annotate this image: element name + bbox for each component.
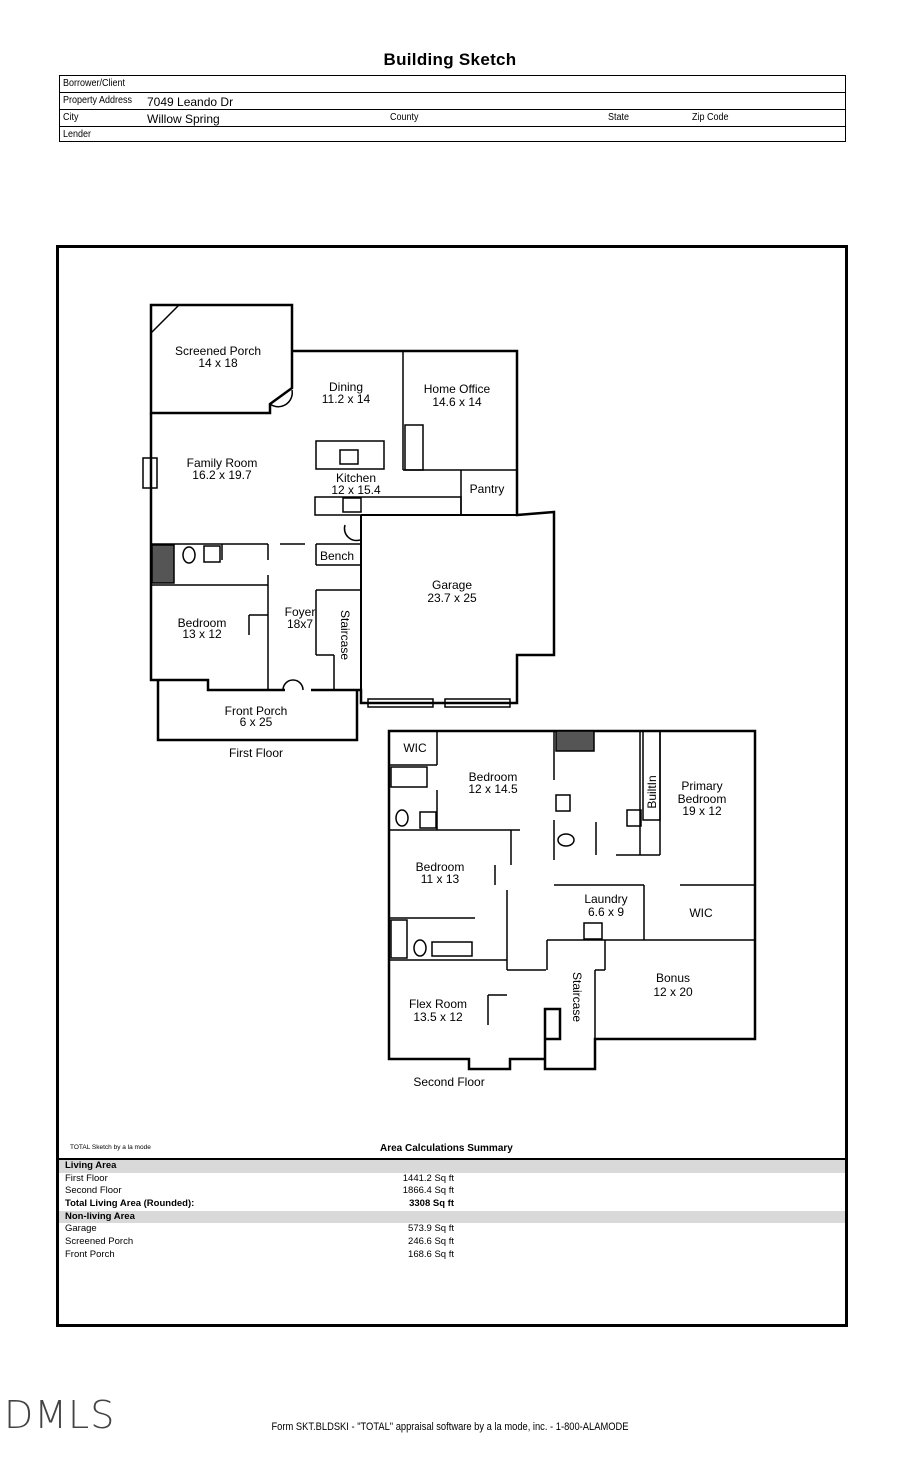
bedroom1-size: 13 x 12 bbox=[182, 627, 222, 641]
foyer-size: 18x7 bbox=[287, 617, 313, 631]
summary-row-label: Front Porch bbox=[65, 1248, 115, 1260]
foyer-name: Foyer bbox=[285, 605, 316, 619]
bedroom3-name: Bedroom bbox=[416, 860, 465, 874]
home-office-size: 14.6 x 14 bbox=[432, 395, 482, 409]
wic1-name: WIC bbox=[403, 741, 427, 755]
bonus-name: Bonus bbox=[656, 971, 690, 985]
header-row-borrower: Borrower/Client bbox=[60, 76, 845, 93]
summary-row-label: Non-living Area bbox=[65, 1210, 135, 1222]
bench-name: Bench bbox=[320, 549, 354, 563]
staircase1-name: Staircase bbox=[338, 610, 352, 660]
garage-name: Garage bbox=[432, 578, 472, 592]
second-floor-walls bbox=[387, 729, 757, 1071]
dining-size: 11.2 x 14 bbox=[322, 392, 371, 406]
builtin-name: BuiltIn bbox=[645, 775, 659, 808]
primary-size: 19 x 12 bbox=[682, 804, 722, 818]
garage-size: 23.7 x 25 bbox=[427, 591, 477, 605]
summary-row-label: Total Living Area (Rounded): bbox=[65, 1198, 195, 1210]
sketch-frame bbox=[56, 245, 848, 1327]
staircase2-name: Staircase bbox=[570, 972, 584, 1022]
home-office-name: Home Office bbox=[424, 382, 491, 396]
summary-row: Total Living Area (Rounded): 3308 Sq ft bbox=[59, 1198, 845, 1211]
flex-room-size: 13.5 x 12 bbox=[413, 1010, 463, 1024]
front-porch-name: Front Porch bbox=[225, 704, 288, 718]
summary-row-label: Garage bbox=[65, 1223, 97, 1235]
summary-row-value: 246.6 Sq ft bbox=[408, 1236, 454, 1248]
kitchen-size: 12 x 15.4 bbox=[331, 483, 381, 497]
dmls-logo: DMLS bbox=[4, 1393, 116, 1437]
summary-row: Screened Porch 246.6 Sq ft bbox=[59, 1236, 845, 1249]
county-label: County bbox=[390, 112, 419, 123]
summary-row: Front Porch 168.6 Sq ft bbox=[59, 1249, 845, 1262]
flex-room-name: Flex Room bbox=[409, 997, 467, 1011]
header-row-property: Property Address 7049 Leando Dr bbox=[60, 93, 845, 110]
bedroom2-name: Bedroom bbox=[469, 770, 518, 784]
first-floor-interior bbox=[142, 351, 517, 708]
laundry-name: Laundry bbox=[584, 892, 627, 906]
property-label: Property Address bbox=[63, 95, 133, 106]
zip-label: Zip Code bbox=[692, 112, 729, 123]
header-row-lender: Lender bbox=[60, 127, 845, 144]
first-floor-walls bbox=[149, 303, 556, 742]
summary-row-value: 3308 Sq ft bbox=[409, 1198, 454, 1210]
primary-name-2: Bedroom bbox=[678, 792, 727, 806]
screened-porch-name: Screened Porch bbox=[175, 344, 261, 358]
city-label: City bbox=[63, 112, 79, 123]
front-porch-size: 6 x 25 bbox=[240, 715, 273, 729]
summary-row-value: 573.9 Sq ft bbox=[408, 1223, 454, 1235]
bedroom2-size: 12 x 14.5 bbox=[468, 782, 518, 796]
summary-row: Garage 573.9 Sq ft bbox=[59, 1223, 845, 1236]
primary-name-1: Primary bbox=[681, 779, 722, 793]
summary-row: Second Floor 1866.4 Sq ft bbox=[59, 1185, 845, 1198]
summary-row-label: Screened Porch bbox=[65, 1236, 134, 1248]
summary-row: Non-living Area bbox=[59, 1210, 845, 1224]
second-floor-interior bbox=[389, 730, 755, 1039]
property-value: 7049 Leando Dr bbox=[147, 95, 234, 109]
city-value: Willow Spring bbox=[147, 112, 220, 126]
summary-row-label: Second Floor bbox=[65, 1185, 122, 1197]
summary-row-value: 1441.2 Sq ft bbox=[402, 1172, 454, 1184]
kitchen-name: Kitchen bbox=[336, 471, 376, 485]
summary-row-label: Living Area bbox=[65, 1160, 117, 1171]
summary-row: First Floor 1441.2 Sq ft bbox=[59, 1173, 845, 1186]
family-room-name: Family Room bbox=[187, 456, 258, 470]
header-table: Borrower/Client Property Address 7049 Le… bbox=[59, 75, 846, 142]
screened-porch-size: 14 x 18 bbox=[198, 356, 238, 370]
summary-row-value: 168.6 Sq ft bbox=[408, 1248, 454, 1260]
state-label: State bbox=[608, 112, 630, 123]
first-floor-caption: First Floor bbox=[229, 746, 283, 760]
family-room-size: 16.2 x 19.7 bbox=[192, 468, 252, 482]
summary-row: Living Area bbox=[59, 1160, 845, 1173]
dining-name: Dining bbox=[329, 380, 363, 394]
second-floor-caption: Second Floor bbox=[413, 1075, 484, 1089]
bedroom3-size: 11 x 13 bbox=[421, 872, 460, 886]
total-sketch-credit: TOTAL Sketch by a la mode bbox=[70, 1144, 151, 1151]
page-title: Building Sketch bbox=[383, 50, 517, 69]
summary-title: Area Calculations Summary bbox=[380, 1143, 513, 1154]
room-labels: Screened Porch 14 x 18 Dining 11.2 x 14 … bbox=[175, 344, 726, 1089]
laundry-size: 6.6 x 9 bbox=[588, 905, 624, 919]
borrower-label: Borrower/Client bbox=[63, 78, 126, 89]
bonus-size: 12 x 20 bbox=[653, 985, 693, 999]
summary-row-label: First Floor bbox=[65, 1172, 108, 1184]
pantry-name: Pantry bbox=[470, 482, 505, 496]
lender-label: Lender bbox=[63, 129, 92, 140]
bedroom1-name: Bedroom bbox=[178, 616, 227, 630]
summary-row-value: 1866.4 Sq ft bbox=[402, 1185, 454, 1197]
wic2-name: WIC bbox=[689, 906, 713, 920]
footer-text: Form SKT.BLDSKI - "TOTAL" appraisal soft… bbox=[271, 1421, 629, 1433]
header-row-city: City Willow Spring County State Zip Code bbox=[60, 110, 845, 127]
